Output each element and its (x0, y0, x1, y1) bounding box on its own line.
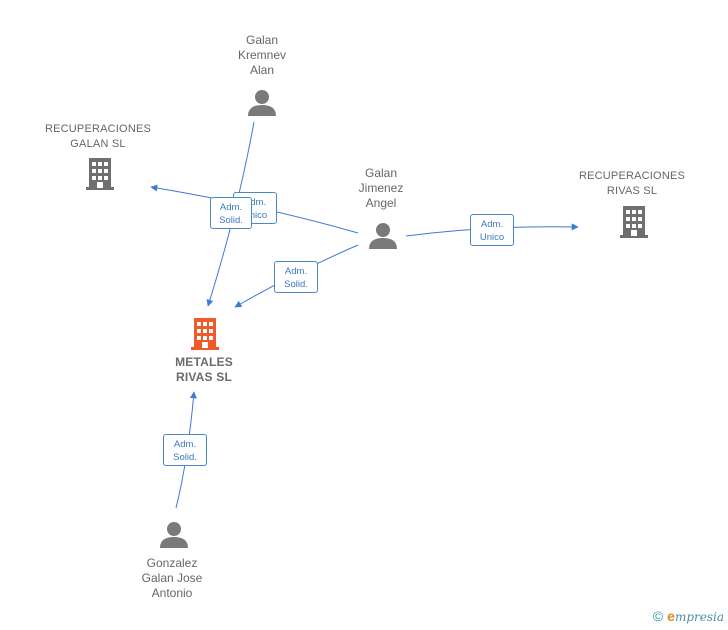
brand-logo-initial: e (667, 608, 675, 624)
role-badge-adm-solid-jimenez-galan[interactable]: Adm. Solid. (210, 197, 252, 229)
role-badge-adm-solid-gonzalez[interactable]: Adm. Solid. (163, 434, 207, 466)
node-label-metales[interactable]: METALES RIVAS SL (175, 355, 233, 384)
role-badge-adm-unico-rivas[interactable]: Adm. Unico (470, 214, 514, 246)
brand-name: mpresia (674, 610, 724, 624)
node-label-jimenez[interactable]: Galan Jimenez Angel (358, 166, 404, 210)
node-label-kremnev[interactable]: Galan Kremnev Alan (237, 33, 287, 77)
copyright-icon: © (652, 608, 664, 624)
node-label-gonzalez[interactable]: Gonzalez Galan Jose Antonio (141, 556, 203, 600)
person-icon-kremnev[interactable] (248, 90, 276, 116)
building-icon-recup-rivas[interactable] (620, 206, 648, 238)
building-icon-metales[interactable] (191, 318, 219, 350)
node-label-recup-rivas[interactable]: RECUPERACIONES RIVAS SL (578, 170, 686, 197)
person-icon-jimenez[interactable] (369, 223, 397, 249)
person-icon-gonzalez[interactable] (160, 522, 188, 548)
role-badge-adm-solid-jimenez-metales[interactable]: Adm. Solid. (274, 261, 318, 293)
node-label-recup-galan[interactable]: RECUPERACIONES GALAN SL (44, 123, 152, 150)
building-icon-recup-galan[interactable] (86, 158, 114, 190)
brand-footer[interactable]: ©empresia (653, 608, 724, 624)
